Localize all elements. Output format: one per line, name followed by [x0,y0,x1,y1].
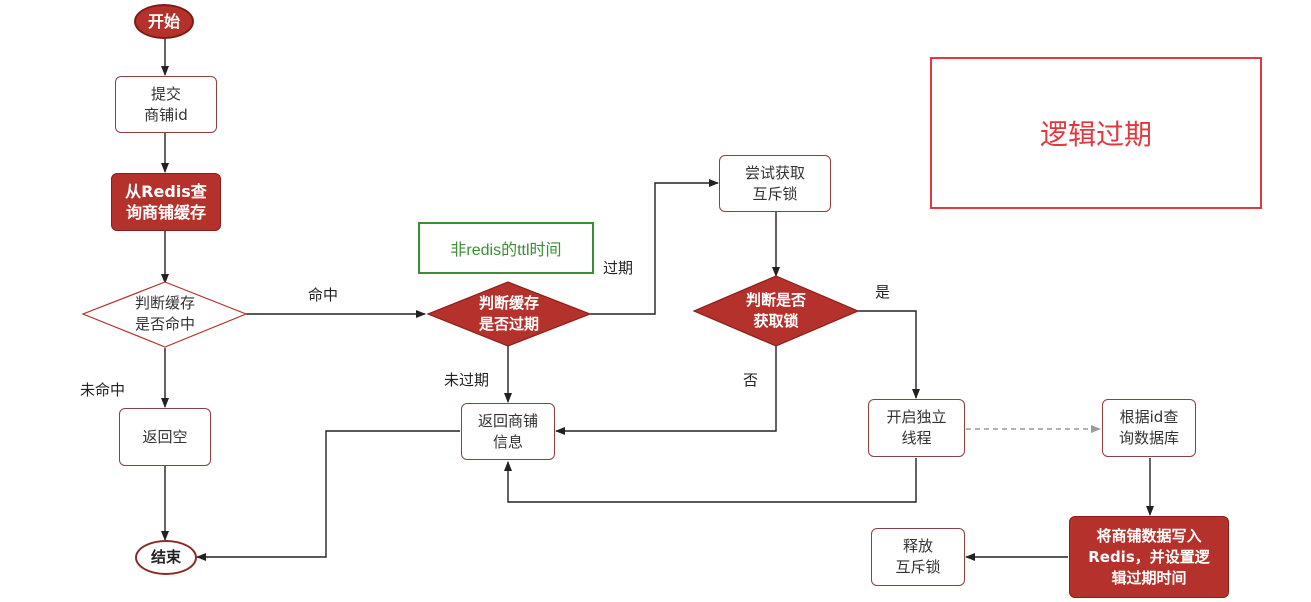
edge-label-miss: 未命中 [80,381,126,399]
check-lock-diamond [692,275,860,347]
edge-expire-yes [590,179,719,315]
diagram-title: 逻辑过期 [1039,119,1152,150]
edge-label-hit: 命中 [308,286,339,304]
edge-label-yes: 是 [875,283,891,301]
query-cache-node: 从Redis查 询商铺缓存 [111,173,221,231]
end-node: 结束 [135,540,197,575]
edge-return-end [196,430,460,561]
note-text: 非redis的ttl时间 [450,242,562,259]
edge-label-not-expired: 未过期 [444,371,490,389]
release-lock-node: 释放 互斥锁 [871,528,965,586]
write-redis-node: 将商铺数据写入 Redis，并设置逻 辑过期时间 [1069,516,1229,598]
note-box: 非redis的ttl时间 [418,222,594,274]
edge-lock-yes [858,310,920,399]
edge-thread-return [504,458,917,503]
open-thread-node: 开启独立 线程 [868,399,965,457]
edge-label-no: 否 [743,371,759,389]
check-hit-diamond [81,281,248,348]
submit-node: 提交 商铺id [115,76,217,133]
try-lock-node: 尝试获取 互斥锁 [719,155,831,212]
title-box: 逻辑过期 [930,57,1262,209]
return-shop-node: 返回商铺 信息 [461,403,555,460]
return-null-node: 返回空 [119,408,211,466]
edge-lock-no [555,345,777,435]
check-expire-label: 判断缓存 是否过期 [478,294,539,333]
query-db-node: 根据id查 询数据库 [1102,399,1196,457]
check-lock-label: 判断是否 获取锁 [745,291,806,330]
edge-label-expired: 过期 [603,259,634,277]
check-hit-label: 判断缓存 是否命中 [134,294,195,333]
start-node: 开始 [134,4,194,39]
check-expire-diamond [426,281,592,347]
